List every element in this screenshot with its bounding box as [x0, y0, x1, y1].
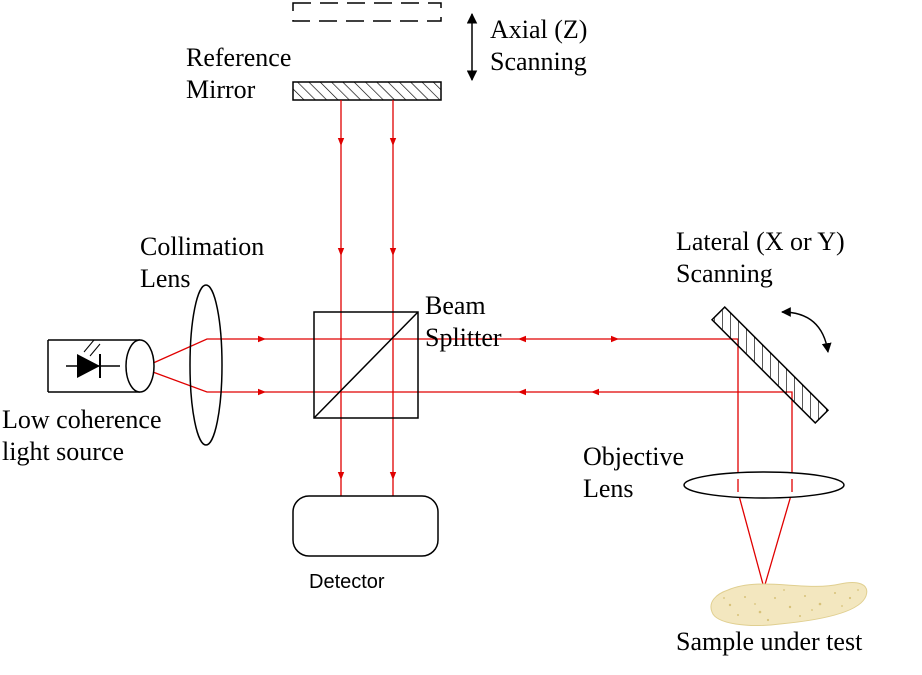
- beam-splitter: [313, 311, 419, 419]
- collimation-label-line1: Collimation: [140, 232, 265, 261]
- reference-label-line2: Mirror: [186, 74, 256, 104]
- objective-label-line1: Objective: [583, 442, 685, 471]
- beam-label-line1: Beam: [425, 291, 486, 320]
- objective-label-line2: Lens: [583, 473, 634, 503]
- lateral-label-line2: Scanning: [676, 258, 773, 288]
- light-source-label: Low coherence light source: [2, 404, 162, 467]
- collimation-label-line2: Lens: [140, 263, 191, 293]
- lateral-scanning-label: Lateral (X or Y) Scanning: [676, 226, 845, 289]
- axial-label-line1: Axial (Z): [490, 15, 588, 44]
- beam-splitter-label: Beam Splitter: [425, 290, 502, 353]
- beam-splitter-diagonal: [313, 311, 419, 419]
- sample: [710, 582, 868, 626]
- detector: [292, 495, 439, 557]
- axial-scanning-label: Axial (Z) Scanning: [490, 14, 587, 77]
- beam-arrows: [252, 132, 619, 480]
- reference-mirror: [292, 81, 442, 101]
- reference-mirror-label: Reference Mirror: [186, 42, 291, 105]
- light-source: [47, 339, 155, 393]
- detector-label: Detector: [309, 571, 385, 593]
- lateral-scan-mirror: [710, 305, 830, 425]
- beam-label-line2: Splitter: [425, 322, 502, 352]
- collimation-lens: [189, 284, 223, 446]
- objective-lens: [683, 471, 845, 499]
- sample-label: Sample under test: [676, 627, 863, 656]
- objective-lens-label: Objective Lens: [583, 441, 684, 504]
- lateral-label-line1: Lateral (X or Y): [676, 227, 845, 256]
- source-label-line1: Low coherence: [2, 405, 162, 434]
- source-label-line2: light source: [2, 436, 125, 466]
- reference-mirror-ghost: [292, 2, 442, 22]
- collimation-lens-label: Collimation Lens: [140, 231, 264, 294]
- axial-label-line2: Scanning: [490, 46, 587, 76]
- led-diode-icon: [66, 339, 120, 378]
- curved-arrow-icon: [781, 307, 832, 353]
- reference-label-line1: Reference: [186, 43, 292, 72]
- beam-paths: [141, 100, 793, 589]
